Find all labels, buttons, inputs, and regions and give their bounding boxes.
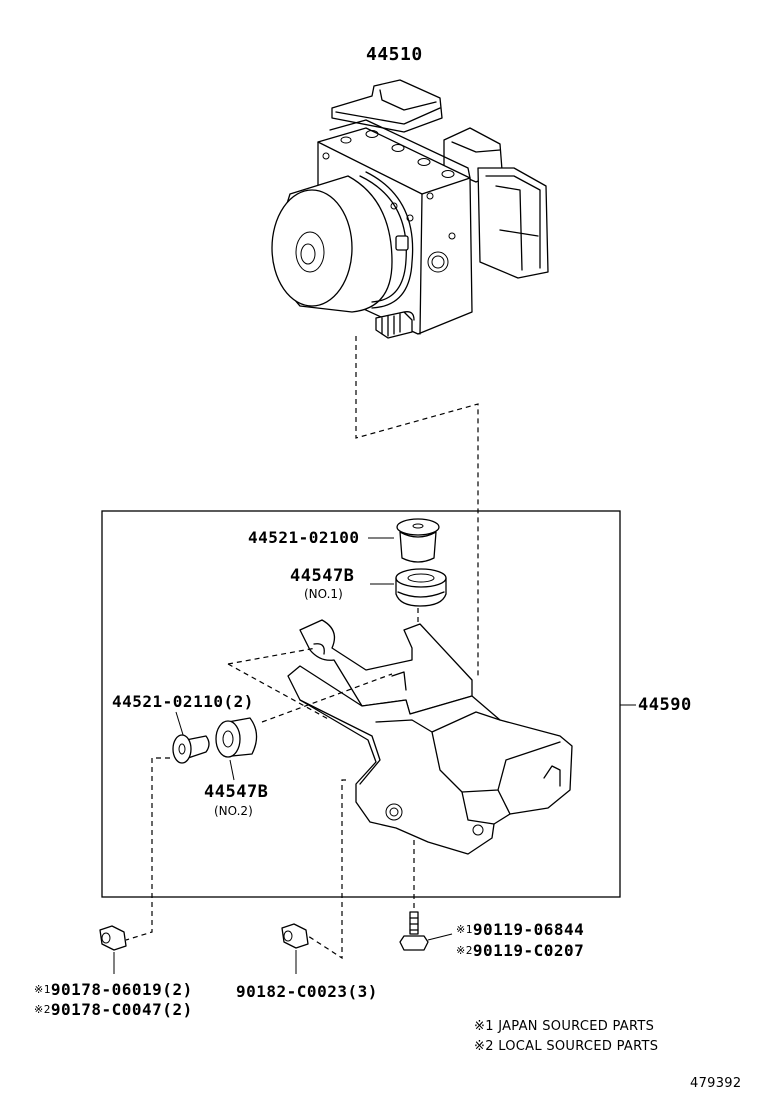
part-number: 90119-06844 [472,920,585,939]
cushion-no2-drawing [215,717,258,781]
bracket-drawing [287,619,573,855]
label-cushion-no2-note: (NO.2) [214,804,253,818]
label-nut-left-2: ※290178-C0047(2) [34,1000,193,1019]
nut-left-drawing [99,925,127,974]
label-bolt-bottom-2: ※290119-C0207 [456,941,584,960]
part-number: 90119-C0207 [472,941,585,960]
bolt-side-drawing [172,711,210,764]
label-nut-left-1: ※190178-06019(2) [34,980,193,999]
label-bracket-assy: 44590 [638,695,692,715]
bracket-assy-frame [101,510,621,898]
mark-local: ※2 [456,944,473,957]
nut-middle-drawing [281,923,309,974]
diagram-id: 479392 [690,1076,742,1091]
label-bolt-bottom-1: ※190119-06844 [456,920,584,939]
label-nut-middle: 90182-C0023(3) [236,982,378,1001]
mark-japan: ※1 [456,923,473,936]
label-cushion-no1-note: (NO.1) [304,587,343,601]
label-bolt-side: 44521-02110(2) [112,692,254,711]
label-cushion-no2: 44547B [204,782,269,802]
part-number: 90178-C0047(2) [50,1000,193,1019]
label-cushion-no1: 44547B [290,566,355,586]
part-number: 90178-06019(2) [50,980,193,999]
bolt-top-drawing [368,518,440,563]
legend-local: ※2 LOCAL SOURCED PARTS [474,1039,659,1054]
abs-actuator-drawing [271,79,549,339]
label-actuator: 44510 [366,44,423,65]
mark-japan: ※1 [34,983,51,996]
cushion-no1-drawing [370,568,447,607]
mark-local: ※2 [34,1003,51,1016]
label-bolt-top: 44521-02100 [248,528,360,547]
bolt-bottom-drawing [399,911,453,951]
legend-japan: ※1 JAPAN SOURCED PARTS [474,1019,655,1034]
